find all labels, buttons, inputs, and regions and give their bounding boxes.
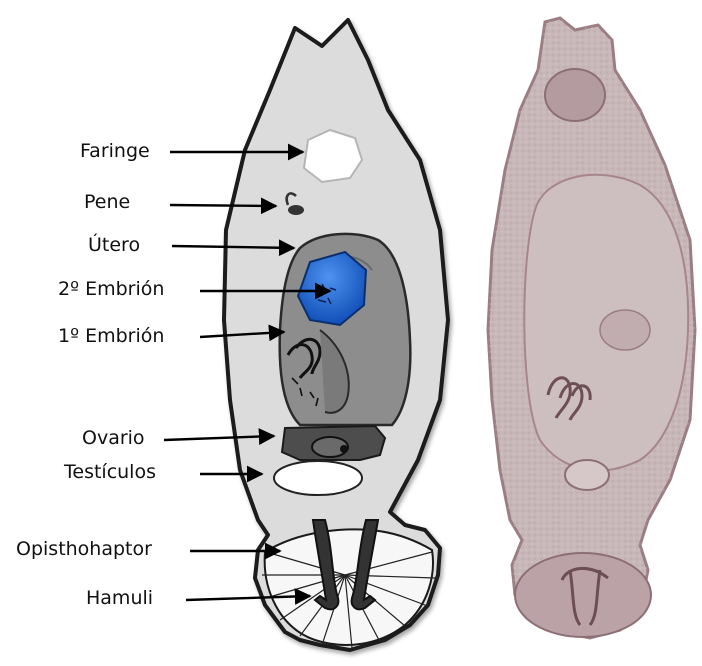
photo-haptor (515, 553, 651, 637)
micrograph-photo (488, 18, 695, 638)
label-pharynx: Faringe (80, 142, 150, 161)
label-uterus: Útero (88, 236, 140, 255)
worm-schematic (224, 20, 448, 650)
label-ovary: Ovario (82, 429, 145, 448)
testes-shape (274, 461, 362, 495)
pharynx-shape (304, 130, 362, 182)
label-embryo1: 1º Embrión (58, 327, 164, 346)
label-hamuli: Hamuli (86, 589, 153, 608)
label-penis: Pene (84, 193, 130, 212)
label-embryo2: 2º Embrión (58, 280, 164, 299)
photo-pharynx (545, 69, 605, 121)
photo-testes (565, 460, 609, 490)
label-opisthohaptor: Opisthohaptor (16, 540, 152, 559)
label-testes: Testículos (64, 463, 156, 482)
arrow-penis (170, 205, 276, 206)
